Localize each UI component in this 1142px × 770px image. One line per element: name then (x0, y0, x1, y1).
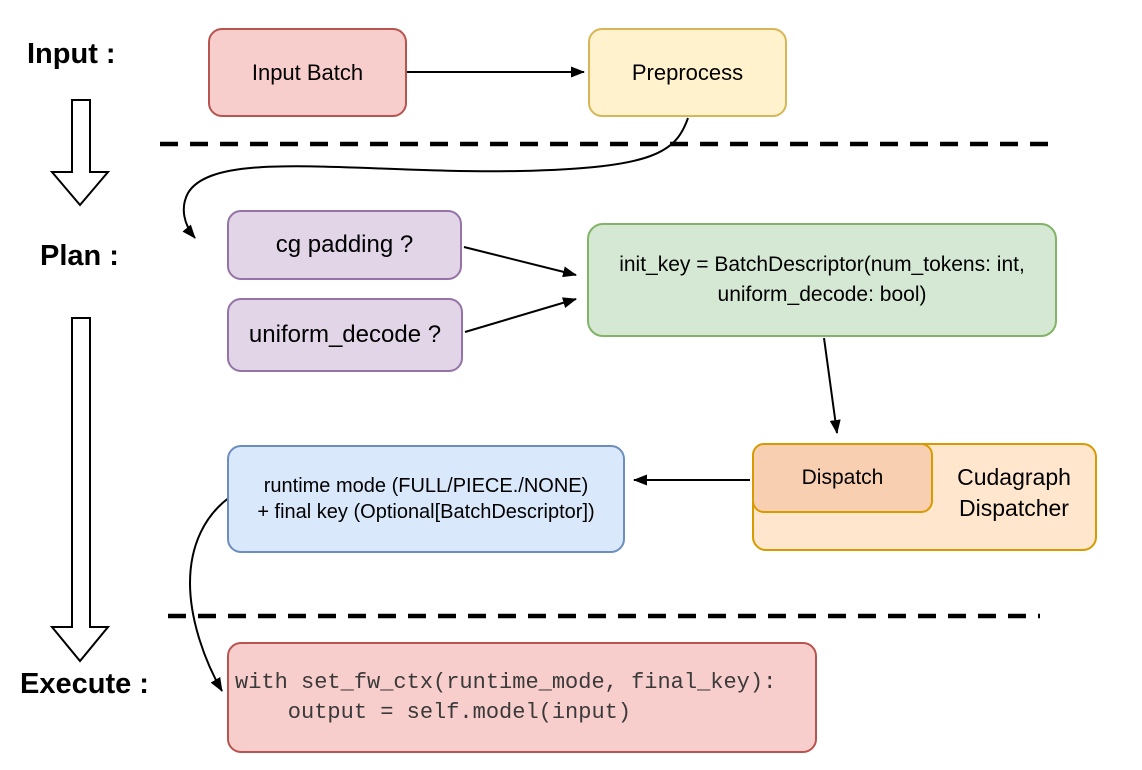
node-cudagraph-dispatcher-label: Cudagraph Dispatcher (933, 462, 1095, 524)
node-dispatch-label: Dispatch (801, 466, 884, 489)
node-preprocess-label: Preprocess (631, 59, 744, 85)
node-cudagraph-dispatcher-line1: Cudagraph (957, 464, 1071, 490)
connector-initkey-dispatch (823, 337, 841, 434)
connector-runtimemode-executecode (188, 496, 231, 692)
execute-code-line2: output = self.model(input) (235, 700, 632, 725)
stage-label-input: Input : (27, 38, 116, 70)
node-dispatch: Dispatch (752, 443, 933, 513)
execute-code-line1: with set_fw_ctx(runtime_mode, final_key)… (235, 670, 777, 695)
node-preprocess: Preprocess (588, 28, 787, 117)
stage-label-execute: Execute : (20, 668, 149, 700)
node-execute-code: with set_fw_ctx(runtime_mode, final_key)… (227, 642, 817, 753)
node-uniform-decode: uniform_decode ? (227, 298, 463, 372)
stage-arrow-input-to-plan (49, 99, 111, 207)
connector-cgpadding-initkey (463, 246, 577, 278)
node-runtime-mode-line2: + final key (Optional[BatchDescriptor]) (257, 501, 595, 523)
node-runtime-mode-line1: runtime mode (FULL/PIECE./NONE) (263, 475, 589, 497)
node-cudagraph-dispatcher-line2: Dispatcher (959, 495, 1069, 521)
node-uniform-decode-label: uniform_decode ? (248, 321, 442, 348)
node-cg-padding: cg padding ? (227, 210, 462, 280)
node-input-batch-label: Input Batch (251, 59, 364, 85)
connector-preprocess-cgpadding (182, 117, 689, 239)
node-init-key-line2: uniform_decode: bool) (717, 283, 927, 306)
node-cg-padding-label: cg padding ? (275, 231, 414, 258)
node-init-key-line1: init_key = BatchDescriptor(num_tokens: i… (619, 253, 1025, 276)
node-runtime-mode: runtime mode (FULL/PIECE./NONE) + final … (227, 445, 625, 553)
stage-label-plan: Plan : (40, 240, 119, 272)
node-input-batch: Input Batch (208, 28, 407, 117)
node-init-key: init_key = BatchDescriptor(num_tokens: i… (587, 223, 1057, 337)
stage-arrow-plan-to-execute (49, 317, 111, 663)
connector-uniformdecode-initkey (464, 297, 577, 333)
